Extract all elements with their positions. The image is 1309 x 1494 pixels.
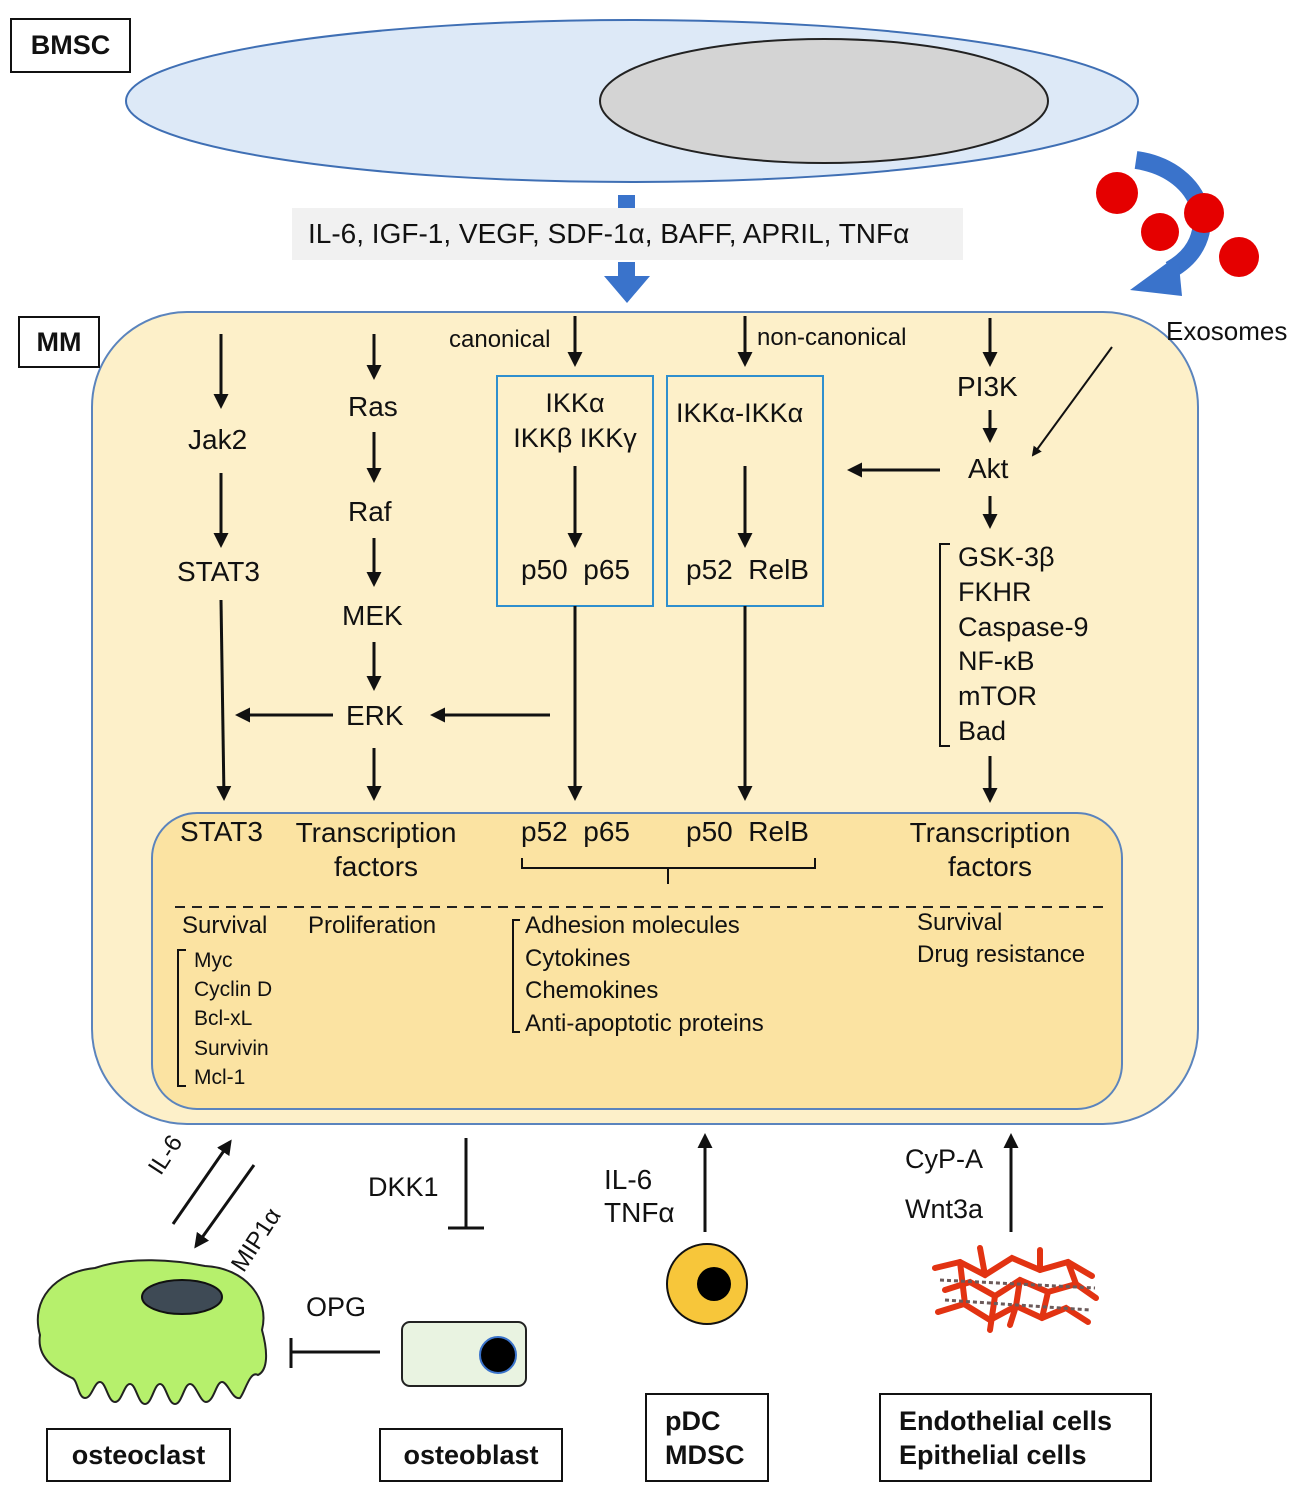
- ikk-alpha: IKKα: [545, 388, 605, 418]
- opg-inhibition: [289, 1338, 380, 1368]
- dkk1-label: DKK1: [368, 1172, 439, 1202]
- endothelial-network: [932, 1245, 1099, 1333]
- il6-tnfa-line: IL-6: [604, 1164, 653, 1195]
- p52-relb-label: p52 RelB: [686, 554, 809, 585]
- osteoclast-nucleus: [141, 1279, 223, 1315]
- ras-label: Ras: [348, 391, 398, 422]
- tf-left-line: Transcription: [295, 817, 457, 848]
- survival-left-label: Survival: [182, 912, 268, 939]
- endothelial-label: Endothelial cells: [899, 1405, 1113, 1436]
- tf-right-line: Transcription: [909, 817, 1071, 848]
- arrow-exosome-to-akt: [1031, 346, 1113, 457]
- raf-label: Raf: [348, 496, 392, 527]
- mek-label: MEK: [342, 600, 403, 631]
- p50-p65-label: p50 p65: [521, 554, 630, 585]
- akt-target: Caspase-9: [958, 611, 1089, 642]
- arrow-osteoclast-il6: [171, 1139, 232, 1225]
- cytokine-list: IL-6, IGF-1, VEGF, SDF-1α, BAFF, APRIL, …: [308, 218, 910, 249]
- exosome-vesicle: [1219, 237, 1259, 277]
- osteoblast-nucleus: [479, 1336, 517, 1374]
- exosome-vesicle: [1184, 193, 1224, 233]
- survival-right-label: Survival: [917, 909, 1003, 936]
- tf-left-line: factors: [333, 851, 419, 882]
- akt-targets-list: GSK-3β FKHR Caspase-9 NF-κB mTOR Bad: [958, 540, 1089, 749]
- nfkb-target: Chemokines: [525, 977, 659, 1004]
- akt-target: Bad: [958, 715, 1007, 746]
- nucleus-tf-left: Transcription factors: [285, 816, 467, 884]
- survival-gene: Survivin: [194, 1036, 269, 1060]
- survival-gene: Myc: [194, 949, 233, 972]
- dkk1-inhibition: [448, 1138, 484, 1230]
- exosomes-label: Exosomes: [1166, 316, 1288, 346]
- nucleus-p52-p65: p52 p65: [521, 816, 630, 847]
- osteoblast-box: osteoblast: [379, 1428, 563, 1482]
- endo-epi-box: Endothelial cells Epithelial cells: [879, 1393, 1152, 1482]
- nfkb-target: Cytokines: [525, 944, 631, 972]
- nucleus-tf-right: Transcription factors: [899, 816, 1081, 884]
- survival-gene: Cyclin D: [194, 978, 273, 1002]
- akt-target: GSK-3β: [958, 542, 1055, 572]
- mm-label-box: MM: [18, 316, 100, 368]
- pdc-nucleus: [697, 1267, 731, 1301]
- osteoblast-label: osteoblast: [403, 1439, 539, 1470]
- ikk-canonical-label: IKKα IKKβ IKKγ: [497, 386, 653, 456]
- opg-label: OPG: [306, 1292, 367, 1322]
- osteoclast-box: osteoclast: [46, 1428, 231, 1482]
- erk-label: ERK: [346, 700, 404, 731]
- osteoclast-label: osteoclast: [71, 1439, 206, 1470]
- tf-right-line: factors: [947, 851, 1033, 882]
- nfkb-dimer-brace: [521, 858, 816, 884]
- pdc-label: pDC: [665, 1405, 721, 1436]
- bmsc-nucleus: [599, 38, 1049, 164]
- mm-label: MM: [36, 326, 82, 357]
- endothelial-strands: [939, 1278, 1096, 1312]
- akt-targets-bracket: [939, 543, 950, 747]
- cytokine-arrow-shaft: [618, 262, 635, 276]
- survival-gene: Bcl-xL: [194, 1007, 253, 1031]
- ikk-beta-gamma: IKKβ IKKγ: [513, 423, 637, 453]
- nfkb-targets-bracket: [512, 919, 520, 1033]
- ikk-noncanonical-label: IKKα-IKKα: [676, 398, 804, 428]
- wnt3a-label: Wnt3a: [905, 1194, 984, 1224]
- pdc-mdsc-box: pDC MDSC: [645, 1393, 769, 1482]
- nucleus-p50-relb: p50 RelB: [686, 816, 809, 847]
- cytokine-banner: [292, 208, 963, 260]
- pi3k-label: PI3K: [957, 371, 1018, 402]
- exosome-cycle-arrowhead: [1130, 255, 1182, 296]
- il6-tnfa-label: IL-6 TNFα: [604, 1163, 675, 1229]
- epithelial-label: Epithelial cells: [899, 1439, 1087, 1470]
- nucleus-panel: [151, 812, 1123, 1110]
- akt-target: NF-κB: [958, 646, 1035, 677]
- bmsc-label: BMSC: [30, 30, 111, 60]
- il6-tnfa-line: TNFα: [604, 1197, 675, 1228]
- bmsc-label-box: BMSC: [10, 18, 131, 73]
- noncanonical-label: non-canonical: [757, 324, 907, 351]
- nfkb-target: Adhesion molecules: [525, 912, 740, 939]
- cypa-label: CyP-A: [905, 1144, 984, 1174]
- cytokine-arrowhead: [604, 276, 650, 303]
- exosome-vesicle: [1141, 213, 1179, 251]
- osteoclast-cell: [36, 1259, 268, 1406]
- drug-resistance-label: Drug resistance: [917, 941, 1086, 968]
- exosome-vesicle: [1096, 172, 1138, 214]
- nfkb-target: Anti-apoptotic proteins: [525, 1009, 764, 1037]
- jak2-label: Jak2: [188, 424, 248, 455]
- arrow-mip1a-osteoclast: [194, 1164, 256, 1249]
- mdsc-label: MDSC: [665, 1439, 745, 1470]
- survival-genes-bracket: [177, 949, 186, 1087]
- survival-genes-list: Myc Cyclin D Bcl-xL Survivin Mcl-1: [194, 946, 272, 1092]
- arrow-stat3-nucleus: [216, 599, 232, 801]
- akt-label: Akt: [968, 453, 1009, 484]
- stat3-label: STAT3: [177, 556, 260, 587]
- proliferation-label: Proliferation: [308, 912, 437, 939]
- akt-target: FKHR: [958, 576, 1032, 607]
- nfkb-targets-list: Adhesion molecules Cytokines Chemokines …: [525, 910, 764, 1040]
- nucleus-stat3: STAT3: [180, 816, 263, 847]
- canonical-label: canonical: [449, 326, 551, 353]
- survival-gene: Mcl-1: [194, 1065, 246, 1089]
- akt-target: mTOR: [958, 681, 1037, 712]
